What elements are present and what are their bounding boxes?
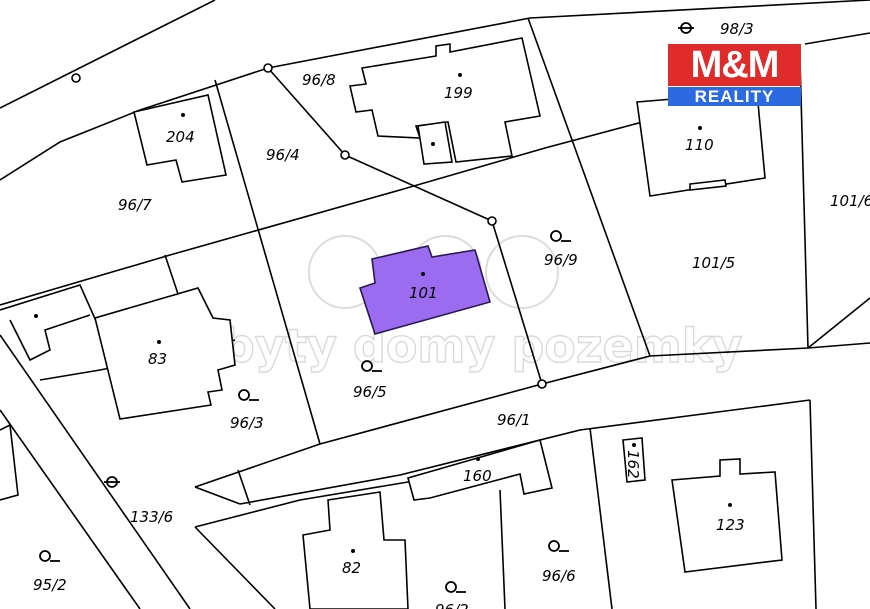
vertex	[71, 73, 81, 83]
building-199	[349, 37, 541, 163]
logo-tagline-box: REALITY	[668, 87, 801, 106]
building-label: 160	[463, 467, 492, 485]
road-symbol	[678, 22, 694, 34]
watermark-text: byty domy pozemky	[222, 319, 742, 373]
building-label: 162	[624, 450, 642, 479]
garden-symbol	[445, 581, 466, 593]
building-101-highlighted	[358, 245, 491, 335]
point	[458, 73, 462, 77]
building-label: 123	[716, 516, 745, 534]
building-160	[407, 439, 553, 501]
parcel-label: 96/8	[302, 71, 336, 89]
parcel-label: 133/6	[130, 508, 173, 526]
building-label: 204	[166, 128, 195, 146]
point	[698, 126, 702, 130]
building-82	[302, 491, 409, 609]
point	[728, 503, 732, 507]
parcel-label: 101/6	[830, 192, 870, 210]
road-symbol	[104, 476, 120, 488]
definition-points	[34, 73, 732, 553]
point	[351, 549, 355, 553]
building-label: 83	[148, 350, 167, 368]
boundary-vertices	[71, 63, 547, 389]
building-162	[622, 437, 646, 483]
garden-symbol	[39, 550, 60, 562]
building-label: 199	[444, 84, 473, 102]
parcel-label: 101/5	[692, 254, 735, 272]
parcel-label: 96/2	[435, 601, 469, 609]
parcel-label: 96/3	[230, 414, 264, 432]
building-label: 82	[342, 559, 361, 577]
buildings	[94, 37, 783, 609]
watermark: byty domy pozemky	[221, 235, 743, 374]
building-204	[133, 94, 227, 183]
building-123	[671, 458, 783, 573]
logo-brand: M&M	[690, 44, 780, 86]
land-use-symbols	[39, 22, 694, 593]
parcel-labels: 98/3 96/8 96/4 96/7 96/9 101/5 101/6 96/…	[33, 20, 870, 609]
watermark-land-circle	[485, 235, 559, 309]
building-label: 101	[409, 284, 438, 302]
garden-symbol	[361, 360, 382, 372]
vertex	[537, 379, 547, 389]
building-label: 110	[685, 136, 714, 154]
point	[421, 272, 425, 276]
mm-reality-logo: M&M REALITY	[668, 44, 801, 106]
point	[632, 443, 636, 447]
building-110-porch	[689, 179, 727, 191]
point	[157, 340, 161, 344]
vertex	[263, 63, 273, 73]
vertex	[340, 150, 350, 160]
point	[476, 457, 480, 461]
parcel-label: 98/3	[720, 20, 754, 38]
parcel-label: 96/6	[542, 567, 576, 585]
logo-brand-box: M&M	[668, 44, 801, 86]
building-83	[94, 287, 236, 420]
parcel-label: 95/2	[33, 576, 67, 594]
garden-symbol	[550, 230, 571, 242]
parcel-label: 96/7	[118, 196, 152, 214]
garden-symbol	[548, 540, 569, 552]
garden-symbol	[238, 389, 259, 401]
point	[34, 314, 38, 318]
building-199-annex	[417, 121, 453, 165]
parcel-label: 96/9	[544, 251, 578, 269]
vertex	[487, 216, 497, 226]
parcel-label: 96/5	[353, 383, 387, 401]
point	[431, 142, 435, 146]
parcel-label: 96/1	[497, 411, 531, 429]
point	[181, 113, 185, 117]
parcel-label: 96/4	[266, 146, 300, 164]
building-labels: 199 204 110 101 83 160 162 123 82	[148, 84, 745, 577]
logo-tagline: REALITY	[694, 87, 775, 106]
